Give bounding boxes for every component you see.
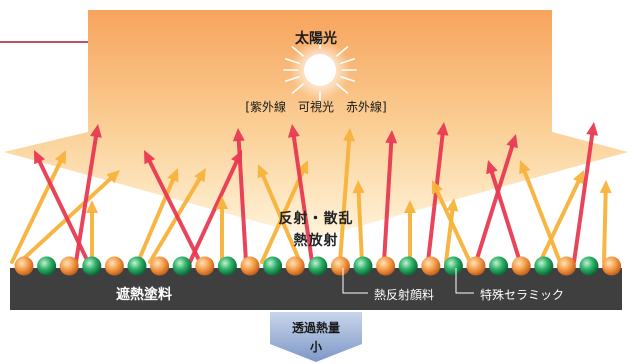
coating-label: 遮熱塗料 <box>116 287 172 303</box>
pigment-particle <box>59 256 79 276</box>
pigment-particle <box>602 256 622 276</box>
pigment-particle <box>376 256 396 276</box>
sun-ray <box>284 75 300 82</box>
pigment-particle <box>556 256 576 276</box>
pigment-particle <box>511 256 531 276</box>
ceramic-particle <box>263 256 283 276</box>
ray-arrow-head <box>432 180 443 195</box>
ceramic-particle <box>127 256 147 276</box>
ray-arrow-shaft <box>489 170 522 264</box>
transmitted-heat-label: 透過熱量 <box>291 321 341 335</box>
ceramic-leader-line <box>455 268 474 294</box>
pigment-particle <box>104 256 124 276</box>
ray-arrow-head <box>385 130 398 144</box>
ceramic-particle <box>308 256 328 276</box>
ray-arrow-head <box>506 134 518 149</box>
spectrum-label: [紫外線 可視光 赤外線] <box>245 100 387 114</box>
sun-ray <box>291 46 304 57</box>
pigment-particle <box>150 256 170 276</box>
pigment-particle <box>466 256 486 276</box>
sun-ray <box>336 46 349 57</box>
ceramic-particle <box>82 256 102 276</box>
ray-arrow-head <box>194 168 206 183</box>
ray-arrow-shaft <box>74 134 98 264</box>
ray-arrow-head <box>297 160 309 175</box>
ray-arrow-head <box>257 164 269 179</box>
ray-arrow-shaft <box>572 132 595 264</box>
pigment-particle <box>240 256 260 276</box>
ceramic-particle <box>579 256 599 276</box>
ray-arrow-head <box>404 200 416 213</box>
pigment-particle <box>421 256 441 276</box>
ceramic-particle <box>489 256 509 276</box>
ray-arrow-shaft <box>522 170 562 264</box>
sun-ray <box>284 58 300 65</box>
reflection-scattering-label: 反射・散乱 <box>278 211 354 227</box>
reflected-light-arrows <box>10 122 612 264</box>
sun-ray <box>336 83 349 94</box>
ray-arrow-shaft <box>10 159 63 264</box>
ray-arrow-shaft <box>261 173 302 264</box>
pigment-particle <box>285 256 305 276</box>
sunlight-title: 太陽光 <box>295 31 337 47</box>
ceramic-legend-label: 特殊セラミック <box>480 288 565 302</box>
ray-arrow-shaft <box>188 159 239 264</box>
ray-arrow-head <box>519 160 531 175</box>
ray-arrow-head <box>446 198 459 212</box>
ray-arrow-head <box>343 128 356 142</box>
ray-arrow-shaft <box>147 159 202 264</box>
ray-arrow-shaft <box>474 144 515 264</box>
pigment-particle <box>14 256 34 276</box>
particle-layer <box>14 256 622 276</box>
ray-arrow-head <box>34 150 46 165</box>
ray-arrow-head <box>232 128 245 142</box>
transmission-arrow <box>270 312 362 362</box>
ray-arrow-head <box>436 122 449 136</box>
ray-arrow-shaft <box>236 138 248 264</box>
ray-arrow-head <box>144 150 156 165</box>
ray-arrow-head <box>167 168 179 183</box>
ceramic-particle <box>172 256 192 276</box>
ray-arrow-head <box>106 170 120 184</box>
ray-arrow-shaft <box>18 176 113 264</box>
ray-arrow-head <box>287 124 300 138</box>
ray-arrow-shaft <box>538 179 581 264</box>
ray-arrow-head <box>486 160 498 175</box>
ray-arrow-head <box>216 196 228 209</box>
transmitted-heat-amount: 小 <box>309 340 323 354</box>
ceramic-particle <box>353 256 373 276</box>
ray-arrow-head <box>352 180 365 194</box>
ceramic-particle <box>443 256 463 276</box>
ray-arrow-shaft <box>426 132 445 264</box>
ray-arrow-shaft <box>356 190 364 264</box>
ceramic-particle <box>398 256 418 276</box>
ray-arrow-shaft <box>435 189 472 264</box>
pigment-particle <box>195 256 215 276</box>
sun-ray <box>340 75 356 82</box>
pigment-leader-line <box>342 268 368 294</box>
ray-arrow-shaft <box>37 159 90 264</box>
sun-ray <box>291 83 304 94</box>
ray-arrow-shaft <box>382 140 394 264</box>
pigment-legend-label: 熱反射顔料 <box>374 288 435 302</box>
ceramic-particle <box>217 256 237 276</box>
pigment-particle <box>330 256 350 276</box>
ray-arrow-shaft <box>148 177 202 264</box>
ray-arrow-head <box>586 122 599 136</box>
ray-arrow-shaft <box>291 134 314 264</box>
heat-radiation-label: 熱放射 <box>293 233 339 249</box>
ray-arrow-head <box>54 150 66 165</box>
ray-arrow-shaft <box>338 138 352 264</box>
ceramic-particle <box>37 256 57 276</box>
ray-arrow-head <box>86 200 98 213</box>
ray-arrow-head <box>572 170 584 185</box>
ray-arrow-head <box>599 180 612 194</box>
ray-arrow-shaft <box>602 190 608 264</box>
ray-arrow-head <box>90 124 102 138</box>
ceramic-particle <box>534 256 554 276</box>
sun-ray <box>340 58 356 65</box>
sun-icon <box>283 33 357 107</box>
